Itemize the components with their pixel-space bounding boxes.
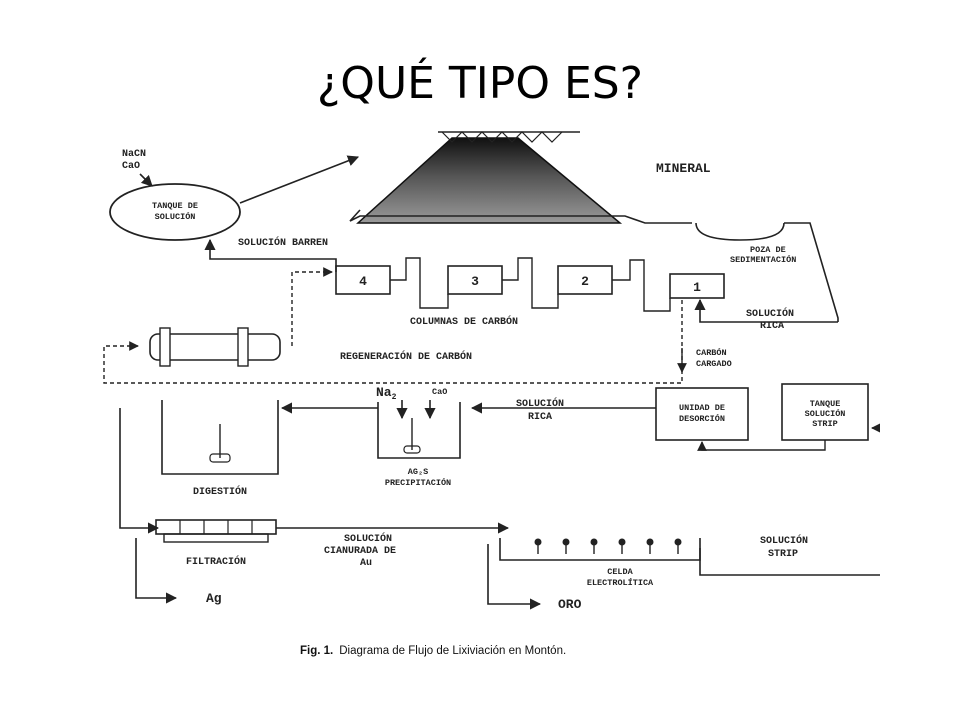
regeneracion-return-dashed [291,267,333,346]
kiln-ring-right [237,327,249,367]
cianurada-line3: Au [360,558,372,569]
columnas-label: COLUMNAS DE CARBÓN [410,314,518,328]
slide-title: ¿QUÉ TIPO ES? [316,58,644,109]
carbon-cargado-dashed-line [103,300,683,384]
column-2-label: 2 [581,274,589,289]
tanque-strip-line1: TANQUE [810,399,841,409]
tanque-strip-line3: STRIP [812,419,838,429]
strip-to-desorcion-line [697,440,826,451]
solucion-strip-line1: SOLUCIÓN [760,533,808,547]
solucion-strip-line2: STRIP [768,549,798,560]
solucion-rica2-line2: RICA [528,412,552,423]
solucion-barren-label: SOLUCIÓN BARREN [238,235,328,249]
poza-sedimentacion [695,222,785,241]
cianurada-line2: CIANURADA DE [324,546,396,557]
diagram-svg: NaCN CaO TANQUE DE SOLUCIÓN MINERAL POZA… [103,131,880,657]
carbon-cargado-line1: CARBÓN [696,347,727,358]
tanque-solucion-line2: SOLUCIÓN [155,211,196,222]
pipe-4-3 [390,257,449,309]
unidad-desorcion-line2: DESORCIÓN [679,413,725,424]
cianurada-line1: SOLUCIÓN [344,531,392,545]
pipe-2-1 [612,259,671,312]
precip-cao-label: CaO [432,387,447,397]
filter-press [155,519,277,535]
na2-label: Na2 [376,385,397,402]
digestion-to-filter-line [119,408,160,534]
digestion-agitator-blade [209,453,231,463]
reagent-arrow [139,173,153,187]
electrodes [534,538,682,554]
celda-line1: CELDA [607,567,633,577]
tanque-solucion-tank [109,183,241,241]
filtracion-label: FILTRACIÓN [186,554,246,568]
carbon-cargado-line2: CARGADO [696,359,732,369]
solucion-rica2-line1: SOLUCIÓN [516,396,564,410]
poza-outflow-line [784,222,839,322]
mineral-label: MINERAL [656,161,711,176]
sprinkler-sprays [441,131,563,143]
poza-line2: SEDIMENTACIÓN [730,254,796,265]
celda-electrolitica [499,538,701,561]
digestion-tank [161,400,279,475]
ag-label: Ag [206,591,222,606]
precip-agitator-blade [403,445,421,454]
ag-output-line [135,538,178,604]
digestion-label: DIGESTIÓN [193,484,247,498]
regeneration-kiln [149,333,281,361]
column-4-label: 4 [359,274,367,289]
column-3-label: 3 [471,274,479,289]
heap-liner [349,209,692,224]
column-1 [669,273,725,299]
precip-line1: AG₂S [408,467,428,477]
celda-line2: ELECTROLÍTICA [587,577,654,588]
tank-to-heap-arrow [239,155,360,204]
precipitation-tank [377,402,461,459]
regeneracion-label: REGENERACIÓN DE CARBÓN [340,349,472,363]
solucion-strip-return-line [699,422,880,576]
oro-output-line [487,544,542,610]
heap-leach-flow-diagram: NaCN CaO TANQUE DE SOLUCIÓN MINERAL POZA… [60,128,880,668]
column-1-label: 1 [693,280,701,295]
tanque-solucion-line1: TANQUE DE [152,201,198,211]
unidad-desorcion-box [655,387,749,441]
unidad-desorcion-line1: UNIDAD DE [679,403,725,413]
poza-line1: POZA DE [750,245,786,255]
filter-base [163,533,269,543]
cao-label: CaO [122,161,140,172]
precip-line2: PRECIPITACIÓN [385,477,451,488]
solucion-rica-line [694,298,838,323]
pipe-3-2 [502,257,559,309]
solucion-rica1-line1: SOLUCIÓN [746,306,794,320]
kiln-ring-left [159,327,171,367]
oro-label: ORO [558,597,582,612]
solucion-rica1-line2: RICA [760,321,784,332]
mineral-heap [356,137,623,224]
tanque-strip-line2: SOLUCIÓN [805,408,846,419]
figure-caption: Fig. 1.Diagrama de Flujo de Lixiviación … [300,645,566,657]
nacn-label: NaCN [122,149,146,160]
